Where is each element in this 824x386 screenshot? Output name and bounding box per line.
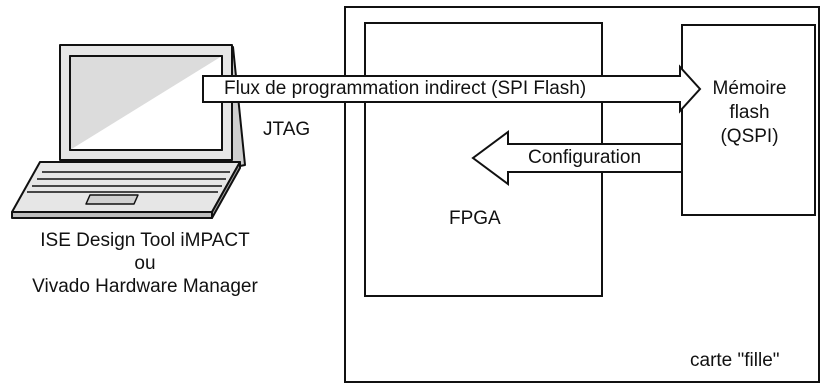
flash-memory-line-2: flash	[729, 102, 770, 123]
laptop-caption-line-3: Vivado Hardware Manager	[32, 276, 258, 297]
flash-memory-block	[681, 24, 816, 216]
flash-memory-line-3: (QSPI)	[720, 126, 779, 147]
configuration-arrow	[471, 130, 683, 186]
configuration-label: Configuration	[528, 147, 642, 168]
board-label: carte "fille"	[690, 350, 780, 371]
laptop-caption-line-1: ISE Design Tool iMPACT	[40, 230, 250, 251]
laptop-icon	[11, 44, 246, 219]
programming-flow-arrow	[202, 64, 702, 114]
jtag-label: JTAG	[263, 119, 311, 140]
flash-memory-label: Mémoire flash (QSPI)	[682, 78, 817, 148]
flash-memory-line-1: Mémoire	[712, 78, 787, 99]
programming-flow-label: Flux de programmation indirect (SPI Flas…	[224, 78, 587, 99]
laptop-caption: ISE Design Tool iMPACT ou Vivado Hardwar…	[0, 230, 290, 298]
fpga-label: FPGA	[449, 208, 501, 229]
laptop-caption-line-2: ou	[134, 253, 156, 274]
